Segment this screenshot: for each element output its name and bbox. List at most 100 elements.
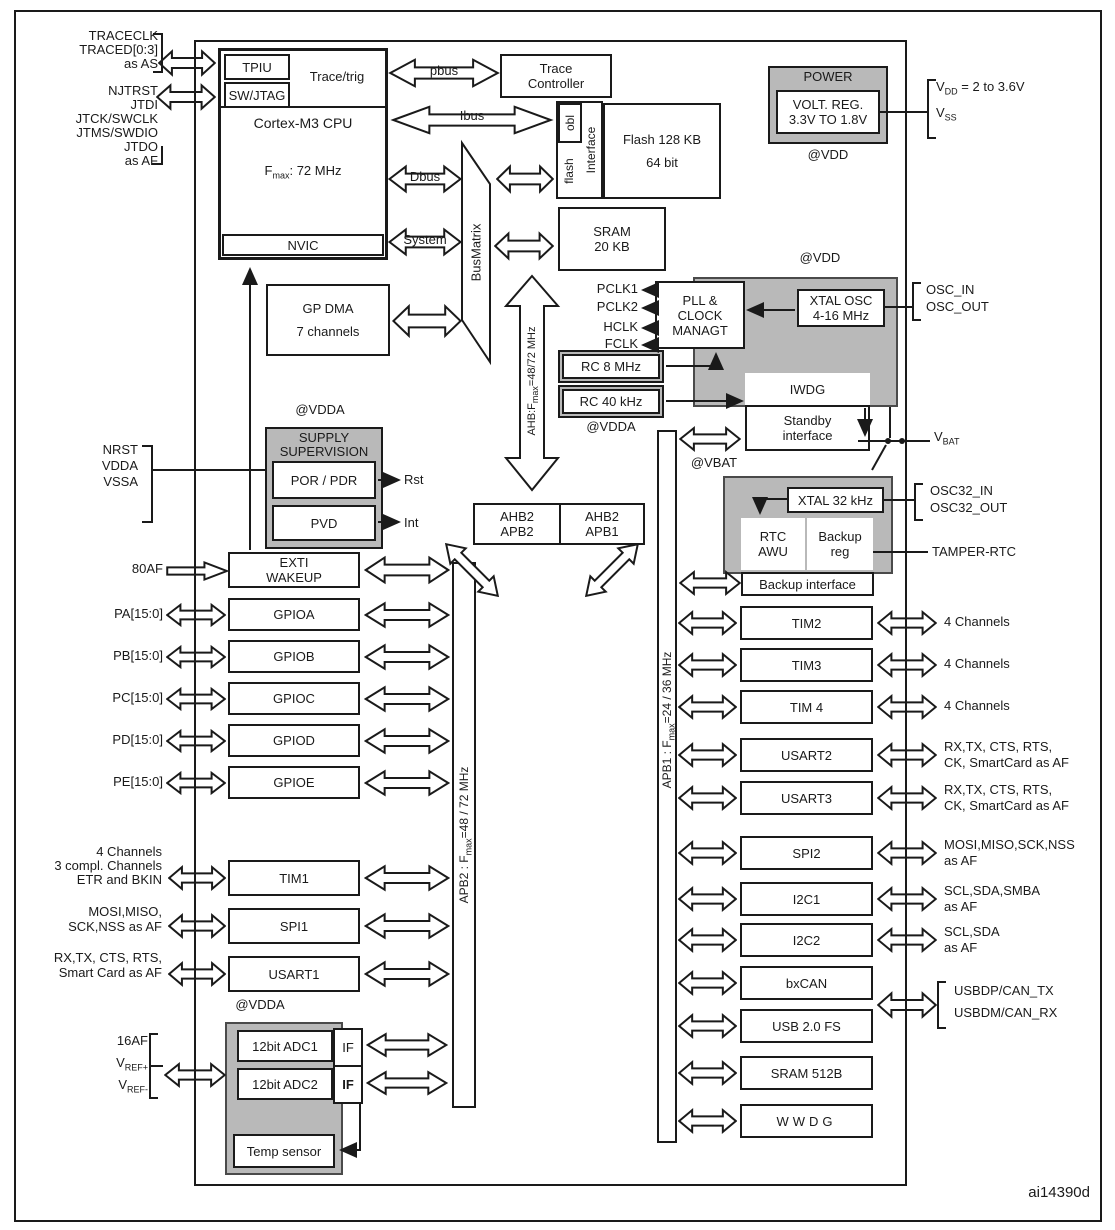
bidir-arrow-icon — [678, 695, 737, 719]
pin-jtdi: JTDI — [130, 97, 158, 112]
tim1-pins-line1: 4 Channels — [96, 844, 162, 859]
pin-njtrst: NJTRST — [108, 83, 158, 98]
block-adc2: 12bit ADC2 — [237, 1068, 333, 1100]
usart3-label: USART3 — [780, 790, 833, 806]
block-rc40: RC 40 kHz — [562, 389, 660, 414]
pll-line1: PLL & — [682, 292, 718, 308]
exti-line1: EXTI — [279, 555, 309, 570]
pin-osc-in: OSC_IN — [926, 282, 975, 297]
block-usb: USB 2.0 FS — [740, 1009, 873, 1043]
block-swjtag: SW/JTAG — [224, 82, 290, 108]
bidir-arrow-icon — [168, 866, 226, 890]
pin-vref-plus: VREF+ — [116, 1055, 148, 1073]
wwdg-label: WWDG — [776, 1113, 837, 1129]
bidir-arrows — [156, 50, 937, 1133]
apb2-bus-bar — [452, 562, 476, 1108]
adc2-label: 12bit ADC2 — [252, 1076, 318, 1092]
bidir-arrow-icon — [678, 887, 737, 911]
usart1-pins-line1: RX,TX, CTS, RTS, — [53, 950, 162, 965]
pin-vssa: VSSA — [103, 474, 138, 489]
block-ahb2-apb1: AHB2 APB1 — [559, 503, 645, 545]
xtal32-label: XTAL 32 kHz — [797, 492, 874, 508]
obl-label: obl — [563, 115, 577, 132]
usart3-pins-line2: CK, SmartCard as AF — [944, 798, 1069, 813]
int-label: Int — [404, 515, 419, 530]
block-trace-controller: Trace Controller — [500, 54, 612, 98]
pin-jtms: JTMS/SWDIO — [76, 125, 158, 140]
spi1-label: SPI1 — [279, 918, 309, 934]
usart1-label: USART1 — [268, 966, 320, 982]
temp-sensor-label: Temp sensor — [246, 1143, 322, 1159]
block-obl — [558, 103, 582, 143]
xtal-line1: XTAL OSC — [809, 293, 873, 308]
system-bus-label: System — [403, 232, 447, 247]
tim2-pins: 4 Channels — [944, 614, 1010, 629]
debug-divider — [221, 106, 385, 108]
block-sram512: SRAM 512B — [740, 1056, 873, 1090]
xtal-line2: 4-16 MHz — [812, 308, 870, 323]
supply-at-vdda-label: @VDDA — [295, 402, 345, 417]
bidir-arrow-icon — [156, 84, 216, 110]
bidir-arrow-icon — [678, 1109, 737, 1133]
tim3-label: TIM3 — [791, 657, 822, 673]
bidir-arrow-icon — [678, 971, 737, 995]
sram512-label: SRAM 512B — [770, 1065, 843, 1081]
bridge-left-line2: APB2 — [500, 524, 534, 539]
interface-word-label: Interface — [584, 126, 598, 174]
block-backup-reg: Backup reg — [807, 518, 873, 570]
volt-reg-line2: 3.3V TO 1.8V — [788, 112, 868, 127]
bidir-arrow-icon — [364, 686, 450, 712]
i2c2-pins-line1: SCL,SDA — [944, 924, 1000, 939]
pin-usbdm-canrx: USBDM/CAN_RX — [954, 1005, 1058, 1020]
pin-as-as: as AS — [124, 56, 158, 71]
usart2-pins-line2: CK, SmartCard as AF — [944, 755, 1069, 770]
block-gpioc: GPIOC — [228, 682, 360, 715]
busmatrix-shape — [461, 139, 491, 366]
pll-line3: MANAGT — [672, 322, 728, 338]
pin-pclk1: PCLK1 — [596, 281, 638, 296]
bidir-arrow-icon — [168, 914, 226, 938]
bidir-arrow-icon — [366, 1071, 448, 1095]
vbat-junction-dot — [899, 438, 905, 444]
block-rtc-awu: RTC AWU — [741, 518, 805, 570]
backup-reg-line2: reg — [830, 544, 850, 559]
adc-if1-label: IF — [342, 1040, 354, 1055]
pin-pclk2: PCLK2 — [596, 299, 638, 314]
gpdma-label: GP DMA — [302, 301, 354, 316]
block-rc8: RC 8 MHz — [562, 354, 660, 379]
exti-line2: WAKEUP — [266, 570, 322, 585]
tim1-pins-line2: 3 compl. Channels — [54, 858, 162, 873]
pll-line2: CLOCK — [677, 307, 723, 323]
sram-size-label: 20 KB — [594, 239, 630, 254]
block-gpioe: GPIOE — [228, 766, 360, 799]
gpioc-label: GPIOC — [273, 691, 315, 706]
bidir-arrow-icon — [678, 928, 737, 952]
bidir-arrow-icon — [364, 556, 450, 584]
rtc-line2: AWU — [758, 544, 788, 559]
apb1-bus-label: APB1 : Fmax=24 / 36 MHz — [660, 651, 677, 789]
apb1-bus-bar — [657, 430, 677, 1143]
pbus-label: pbus — [429, 63, 459, 78]
pin-vref-minus: VREF- — [118, 1077, 148, 1095]
spi1-pins-line1: MOSI,MISO, — [88, 904, 162, 919]
bidir-arrow-icon — [364, 913, 450, 939]
bidir-arrow-icon — [158, 50, 216, 76]
bidir-arrow-icon — [496, 165, 554, 193]
standby-line2: interface — [782, 428, 833, 443]
block-sram: SRAM 20 KB — [558, 207, 666, 271]
bidir-arrow-icon — [678, 1061, 737, 1085]
pin-pb: PB[15:0] — [113, 648, 163, 663]
chip-boundary — [194, 40, 907, 1186]
adc-at-vdda-label: @VDDA — [235, 997, 285, 1012]
pin-vdd: VDD = 2 to 3.6V — [936, 79, 1025, 97]
bridge-left-line1: AHB2 — [500, 509, 534, 524]
pin-jtdo: JTDO — [124, 139, 158, 154]
block-adc1: 12bit ADC1 — [237, 1030, 333, 1062]
pin-osc32-out: OSC32_OUT — [930, 500, 1008, 515]
adc-if2-label: IF — [335, 1065, 361, 1102]
connector-lines — [142, 33, 946, 1158]
vbat-junction-dot — [885, 438, 891, 444]
pin-pd: PD[15:0] — [112, 732, 163, 747]
usart2-label: USART2 — [780, 747, 833, 763]
block-i2c1: I2C1 — [740, 882, 873, 916]
